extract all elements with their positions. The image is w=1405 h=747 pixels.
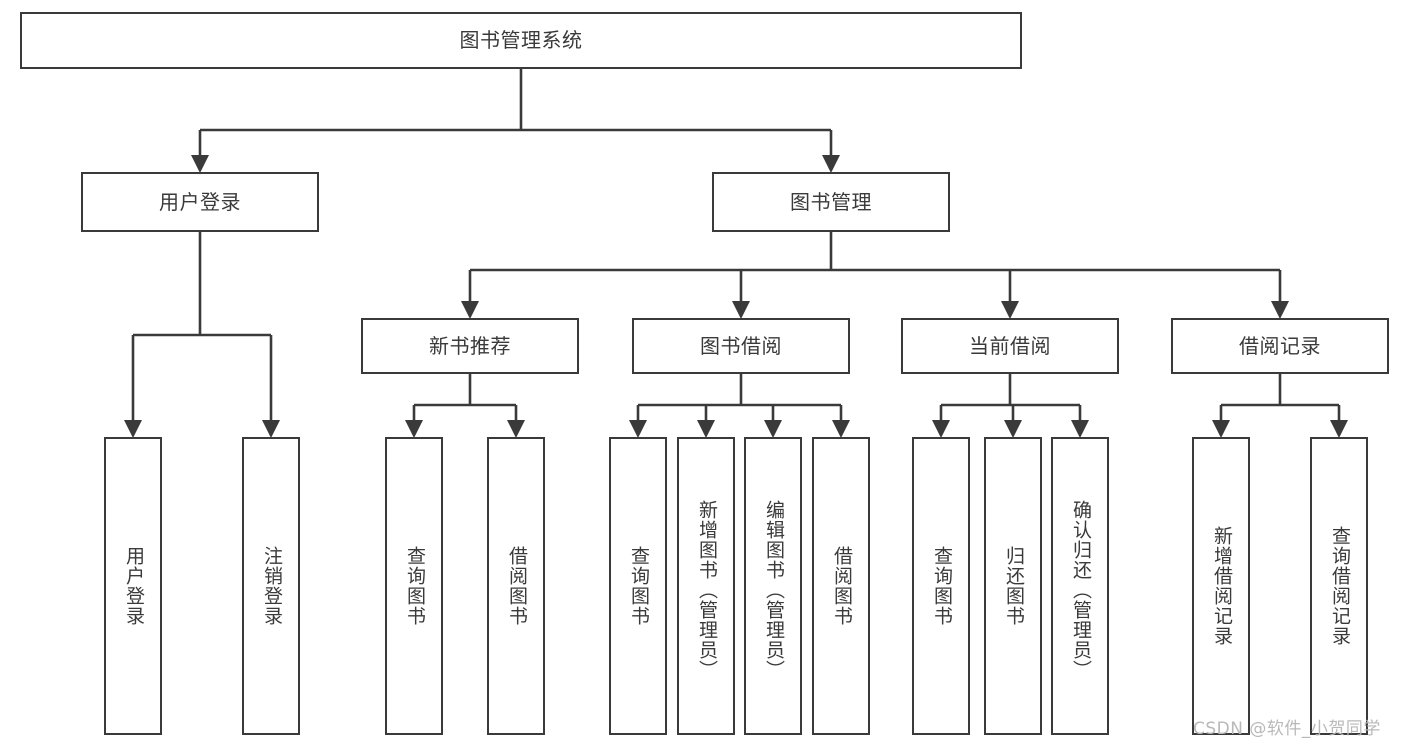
node-leaf-add-record[interactable]: 新增借阅记录	[1192, 437, 1250, 735]
node-leaf-user-login[interactable]: 用户登录	[104, 437, 162, 735]
node-root[interactable]: 图书管理系统	[20, 12, 1022, 69]
node-leaf-return-book[interactable]: 归还图书	[984, 437, 1042, 735]
node-leaf-logout[interactable]: 注销登录	[242, 437, 300, 735]
node-leaf-edit-book[interactable]: 编辑图书（管理员）	[744, 437, 802, 735]
node-new-book-rec-label: 新书推荐	[429, 333, 511, 358]
node-book-borrow-label: 图书借阅	[700, 333, 782, 358]
node-book-manage-label: 图书管理	[790, 189, 872, 214]
node-leaf-borrow-book-bw[interactable]: 借阅图书	[812, 437, 870, 735]
node-leaf-return-book-label: 归还图书	[1002, 546, 1025, 626]
node-book-borrow[interactable]: 图书借阅	[632, 318, 850, 374]
node-leaf-add-record-label: 新增借阅记录	[1210, 526, 1233, 646]
node-leaf-query-record-label: 查询借阅记录	[1328, 526, 1351, 646]
node-current-borrow[interactable]: 当前借阅	[901, 318, 1119, 374]
node-leaf-query-book-bw-label: 查询图书	[627, 546, 650, 626]
node-leaf-query-book-bw[interactable]: 查询图书	[609, 437, 667, 735]
node-root-label: 图书管理系统	[459, 28, 583, 52]
node-new-book-rec[interactable]: 新书推荐	[361, 318, 579, 374]
node-borrow-record-label: 借阅记录	[1239, 333, 1321, 358]
node-book-manage[interactable]: 图书管理	[712, 172, 950, 232]
node-leaf-confirm-return-label: 确认归还（管理员）	[1069, 500, 1092, 680]
node-leaf-confirm-return[interactable]: 确认归还（管理员）	[1051, 437, 1109, 735]
node-leaf-borrow-book-rec[interactable]: 借阅图书	[487, 437, 545, 735]
node-leaf-query-book-cur[interactable]: 查询图书	[912, 437, 970, 735]
node-leaf-query-book-rec[interactable]: 查询图书	[385, 437, 443, 735]
node-leaf-edit-book-label: 编辑图书（管理员）	[762, 500, 785, 680]
node-leaf-user-login-label: 用户登录	[122, 546, 145, 626]
node-user-login-label: 用户登录	[159, 189, 241, 214]
node-user-login[interactable]: 用户登录	[81, 172, 319, 232]
node-current-borrow-label: 当前借阅	[969, 333, 1051, 358]
node-leaf-logout-label: 注销登录	[260, 546, 283, 626]
node-leaf-borrow-book-bw-label: 借阅图书	[830, 546, 853, 626]
node-leaf-borrow-book-rec-label: 借阅图书	[505, 546, 528, 626]
node-leaf-add-book-label: 新增图书（管理员）	[695, 500, 718, 680]
node-leaf-query-record[interactable]: 查询借阅记录	[1310, 437, 1368, 735]
node-leaf-add-book[interactable]: 新增图书（管理员）	[677, 437, 735, 735]
node-leaf-query-book-cur-label: 查询图书	[930, 546, 953, 626]
node-borrow-record[interactable]: 借阅记录	[1171, 318, 1389, 374]
node-leaf-query-book-rec-label: 查询图书	[403, 546, 426, 626]
csdn-watermark: CSDN @软件_小贺同学	[1193, 719, 1381, 739]
